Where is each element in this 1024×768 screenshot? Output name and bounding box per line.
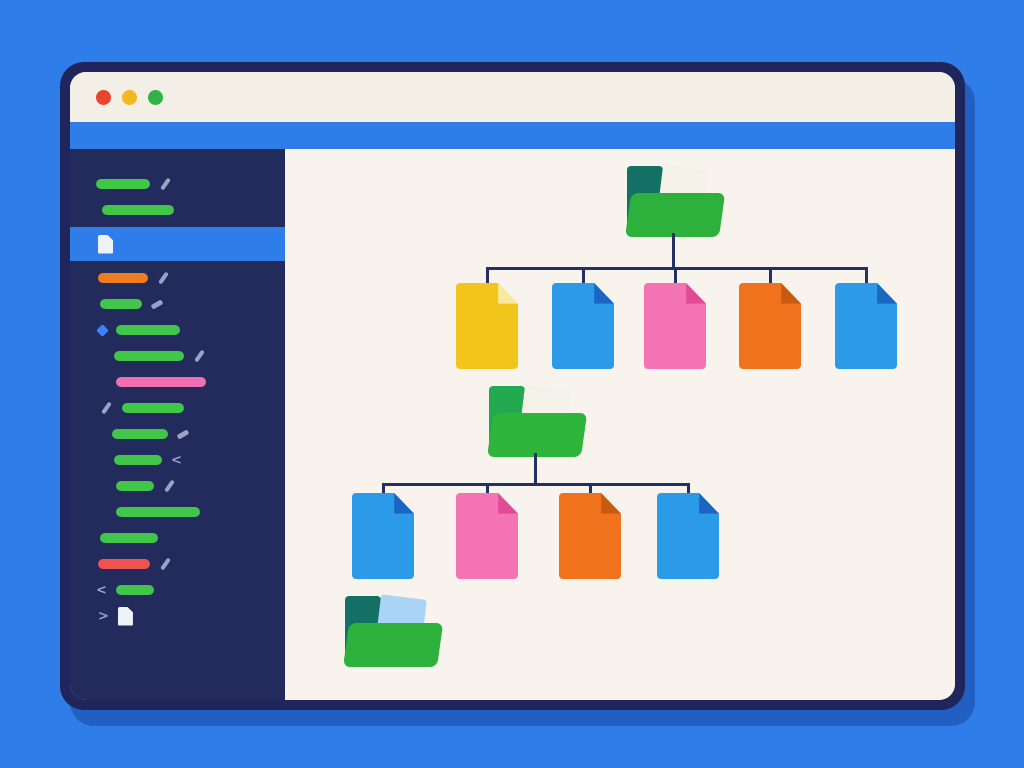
traffic-lights [96, 89, 163, 105]
file-doc-icon [98, 234, 113, 254]
code-bar [122, 403, 184, 413]
sidebar-code: < < > [70, 149, 285, 700]
code-line [70, 291, 285, 317]
file-icon[interactable] [835, 283, 897, 369]
sidebar-selected-item[interactable] [70, 227, 285, 261]
code-bar [115, 585, 154, 595]
tree-connector [671, 233, 675, 270]
slash-glyph [160, 557, 171, 571]
tree-connector [485, 267, 868, 270]
file-fold [594, 283, 614, 304]
slash-glyph [160, 177, 171, 191]
code-bar [100, 299, 142, 309]
tree-connector [533, 453, 537, 486]
code-line [70, 317, 285, 343]
file-fold [498, 283, 518, 304]
code-bar [98, 559, 150, 569]
browser-window: < < > [60, 62, 965, 710]
code-line [70, 551, 285, 577]
code-bar [102, 205, 174, 215]
folder-front [343, 623, 444, 667]
code-line [70, 525, 285, 551]
folder-icon[interactable] [343, 594, 444, 667]
code-line [70, 421, 285, 447]
code-bar [114, 455, 162, 465]
code-line [70, 499, 285, 525]
folder-front [487, 413, 588, 457]
window-titlebar [70, 72, 955, 122]
code-bar [98, 273, 148, 283]
file-icon[interactable] [456, 283, 518, 369]
tree-connector [381, 483, 385, 493]
file-fold [781, 283, 801, 304]
file-icon[interactable] [657, 493, 719, 579]
tree-connector [485, 483, 489, 493]
tree-connector [673, 267, 677, 283]
file-icon[interactable] [644, 283, 706, 369]
tree-connector [581, 267, 585, 283]
code-bar [116, 325, 180, 335]
code-line [70, 171, 285, 197]
code-bar [116, 481, 154, 491]
code-bar [100, 533, 158, 543]
code-line [70, 473, 285, 499]
slash-glyph [164, 479, 175, 493]
code-line [70, 265, 285, 291]
address-strip [70, 122, 955, 149]
chevron-glyph: < [96, 582, 107, 598]
code-bar [112, 429, 168, 439]
file-icon[interactable] [352, 493, 414, 579]
code-bar [116, 507, 200, 517]
code-bar [96, 179, 150, 189]
file-fold [498, 493, 518, 514]
slash-glyph [101, 401, 112, 415]
code-line [70, 395, 285, 421]
window-body: < < > [70, 149, 955, 700]
dash-glyph [176, 428, 190, 440]
code-line [70, 197, 285, 223]
folder-icon[interactable] [625, 164, 726, 237]
traffic-light-minimize[interactable] [122, 89, 137, 105]
code-line: < [70, 447, 285, 473]
file-fold [686, 283, 706, 304]
tree-connector [864, 267, 868, 283]
file-doc-icon [117, 606, 133, 626]
folder-icon[interactable] [487, 384, 588, 457]
file-icon[interactable] [552, 283, 614, 369]
file-icon[interactable] [456, 493, 518, 579]
tree-connector [588, 483, 592, 493]
file-fold [394, 493, 414, 514]
window-inner: < < > [70, 72, 955, 700]
code-line: < [70, 577, 285, 603]
dash-glyph [150, 298, 164, 310]
file-fold [877, 283, 897, 304]
tree-connector [686, 483, 690, 493]
file-icon[interactable] [739, 283, 801, 369]
code-line: > [70, 603, 285, 629]
folder-front [625, 193, 726, 237]
traffic-light-close[interactable] [96, 89, 111, 105]
tree-connector [768, 267, 772, 283]
tree-connector [485, 267, 489, 283]
file-icon[interactable] [559, 493, 621, 579]
file-fold [699, 493, 719, 514]
code-bar [114, 351, 184, 361]
code-bar [116, 377, 206, 387]
diamond-glyph [96, 323, 109, 337]
slash-glyph [194, 349, 205, 363]
file-fold [601, 493, 621, 514]
traffic-light-zoom[interactable] [148, 89, 163, 105]
code-line [70, 369, 285, 395]
tree-connector [381, 483, 690, 486]
chevron-glyph: < [171, 452, 182, 468]
slash-glyph [158, 271, 169, 285]
code-line [70, 343, 285, 369]
diagram-canvas [285, 149, 955, 700]
chevron-glyph: > [98, 608, 109, 624]
